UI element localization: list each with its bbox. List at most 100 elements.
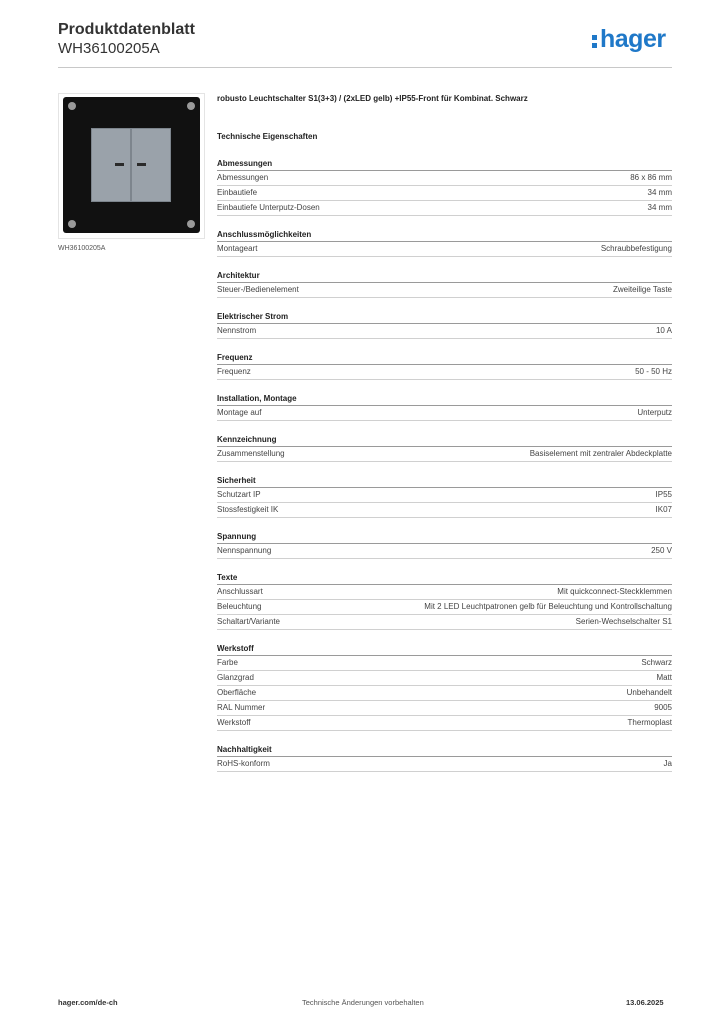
spec-label: Oberfläche [217, 688, 257, 697]
section-texte: Texte Anschlussart Mit quickconnect-Steck… [217, 570, 672, 630]
section-title: Spannung [217, 529, 672, 544]
spec-value: IP55 [655, 490, 672, 499]
section-title: Frequenz [217, 350, 672, 365]
footer-notice: Technische Änderungen vorbehalten [302, 998, 424, 1007]
image-caption: WH36100205A [58, 245, 106, 252]
spec-value: 9005 [654, 703, 672, 712]
section-kennzeichnung: Kennzeichnung Zusammenstellung Basiseleme… [217, 432, 672, 462]
spec-label: Steuer-/Bedienelement [217, 285, 299, 294]
section-abmessungen: Abmessungen Abmessungen 86 x 86 mm Einbau… [217, 156, 672, 216]
spec-value: Serien-Wechselschalter S1 [575, 617, 672, 626]
section-frequenz: Frequenz Frequenz 50 - 50 Hz [217, 350, 672, 380]
spec-value: Unterputz [637, 408, 672, 417]
spec-content: robusto Leuchtschalter S1(3+3) / (2xLED … [217, 94, 672, 783]
section-title: Kennzeichnung [217, 432, 672, 447]
spec-value: Thermoplast [627, 718, 672, 727]
spec-value: Zweiteilige Taste [613, 285, 672, 294]
spec-value: Basiselement mit zentraler Abdeckplatte [529, 449, 672, 458]
section-title: Texte [217, 570, 672, 585]
spec-label: Abmessungen [217, 173, 269, 182]
section-title: Sicherheit [217, 473, 672, 488]
spec-label: Anschlussart [217, 587, 263, 596]
spec-row: Einbautiefe 34 mm [217, 186, 672, 201]
spec-row: Beleuchtung Mit 2 LED Leuchtpatronen gelb… [217, 600, 672, 615]
page-title: Produktdatenblatt [58, 21, 195, 38]
spec-label: Schaltart/Variante [217, 617, 280, 626]
spec-row: Oberfläche Unbehandelt [217, 686, 672, 701]
spec-value: Schraubbefestigung [600, 244, 672, 253]
spec-row: Einbautiefe Unterputz-Dosen 34 mm [217, 201, 672, 216]
spec-row: Steuer-/Bedienelement Zweiteilige Taste [217, 283, 672, 298]
product-description: robusto Leuchtschalter S1(3+3) / (2xLED … [217, 94, 528, 103]
section-architektur: Architektur Steuer-/Bedienelement Zweitei… [217, 268, 672, 298]
section-title: Architektur [217, 268, 672, 283]
spec-label: Nennspannung [217, 546, 272, 555]
spec-value: Ja [663, 759, 672, 768]
spec-label: Werkstoff [217, 718, 251, 727]
logo-dots-icon [592, 30, 598, 48]
spec-row: Nennstrom 10 A [217, 324, 672, 339]
spec-label: Montage auf [217, 408, 262, 417]
spec-row: Schaltart/Variante Serien-Wechselschalter… [217, 615, 672, 630]
spec-value: 10 A [655, 326, 672, 335]
spec-label: Glanzgrad [217, 673, 254, 682]
spec-label: Zusammenstellung [217, 449, 285, 458]
spec-row: Glanzgrad Matt [217, 671, 672, 686]
product-image [58, 93, 205, 239]
spec-label: Einbautiefe [217, 188, 258, 197]
section-anschlussmoeglichkeiten: Anschlussmöglichkeiten Montageart Schraub… [217, 227, 672, 257]
brand-logo: hager [592, 27, 666, 52]
spec-value: Matt [656, 673, 672, 682]
spec-value: Unbehandelt [626, 688, 672, 697]
section-nachhaltigkeit: Nachhaltigkeit RoHS-konform Ja [217, 742, 672, 772]
spec-row: Schutzart IP IP55 [217, 488, 672, 503]
section-title: Installation, Montage [217, 391, 672, 406]
spec-row: Stossfestigkeit IK IK07 [217, 503, 672, 518]
spec-label: Nennstrom [217, 326, 257, 335]
section-spannung: Spannung Nennspannung 250 V [217, 529, 672, 559]
section-elektrischer-strom: Elektrischer Strom Nennstrom 10 A [217, 309, 672, 339]
technical-properties-title: Technische Eigenschaften [217, 132, 318, 141]
spec-label: Frequenz [217, 367, 251, 376]
spec-value: 86 x 86 mm [630, 173, 672, 182]
section-title: Werkstoff [217, 641, 672, 656]
spec-value: 250 V [651, 546, 672, 555]
spec-value: Schwarz [641, 658, 672, 667]
section-title: Abmessungen [217, 156, 672, 171]
spec-row: Abmessungen 86 x 86 mm [217, 171, 672, 186]
footer-website: hager.com/de-ch [58, 998, 118, 1007]
spec-label: Stossfestigkeit IK [217, 505, 279, 514]
spec-value: IK07 [655, 505, 672, 514]
spec-row: Nennspannung 250 V [217, 544, 672, 559]
logo-text: hager [600, 25, 666, 53]
section-title: Elektrischer Strom [217, 309, 672, 324]
spec-value: 34 mm [647, 188, 672, 197]
section-title: Nachhaltigkeit [217, 742, 672, 757]
spec-row: Montageart Schraubbefestigung [217, 242, 672, 257]
spec-row: Montage auf Unterputz [217, 406, 672, 421]
spec-row: RoHS-konform Ja [217, 757, 672, 772]
spec-label: Montageart [217, 244, 258, 253]
spec-value: 34 mm [647, 203, 672, 212]
spec-label: Einbautiefe Unterputz-Dosen [217, 203, 320, 212]
section-installation-montage: Installation, Montage Montage auf Unterpu… [217, 391, 672, 421]
spec-label: RoHS-konform [217, 759, 270, 768]
spec-label: Beleuchtung [217, 602, 262, 611]
spec-row: RAL Nummer 9005 [217, 701, 672, 716]
spec-row: Frequenz 50 - 50 Hz [217, 365, 672, 380]
spec-row: Zusammenstellung Basiselement mit zentral… [217, 447, 672, 462]
spec-row: Anschlussart Mit quickconnect-Steckklemme… [217, 585, 672, 600]
spec-label: Schutzart IP [217, 490, 261, 499]
spec-row: Werkstoff Thermoplast [217, 716, 672, 731]
section-title: Anschlussmöglichkeiten [217, 227, 672, 242]
article-number: WH36100205A [58, 40, 160, 57]
spec-value: 50 - 50 Hz [635, 367, 672, 376]
header-divider [58, 67, 672, 68]
spec-value: Mit 2 LED Leuchtpatronen gelb für Beleuc… [424, 602, 672, 611]
light-switch-icon [63, 97, 200, 233]
section-sicherheit: Sicherheit Schutzart IP IP55 Stossfestigk… [217, 473, 672, 518]
spec-label: RAL Nummer [217, 703, 266, 712]
spec-value: Mit quickconnect-Steckklemmen [557, 587, 672, 596]
